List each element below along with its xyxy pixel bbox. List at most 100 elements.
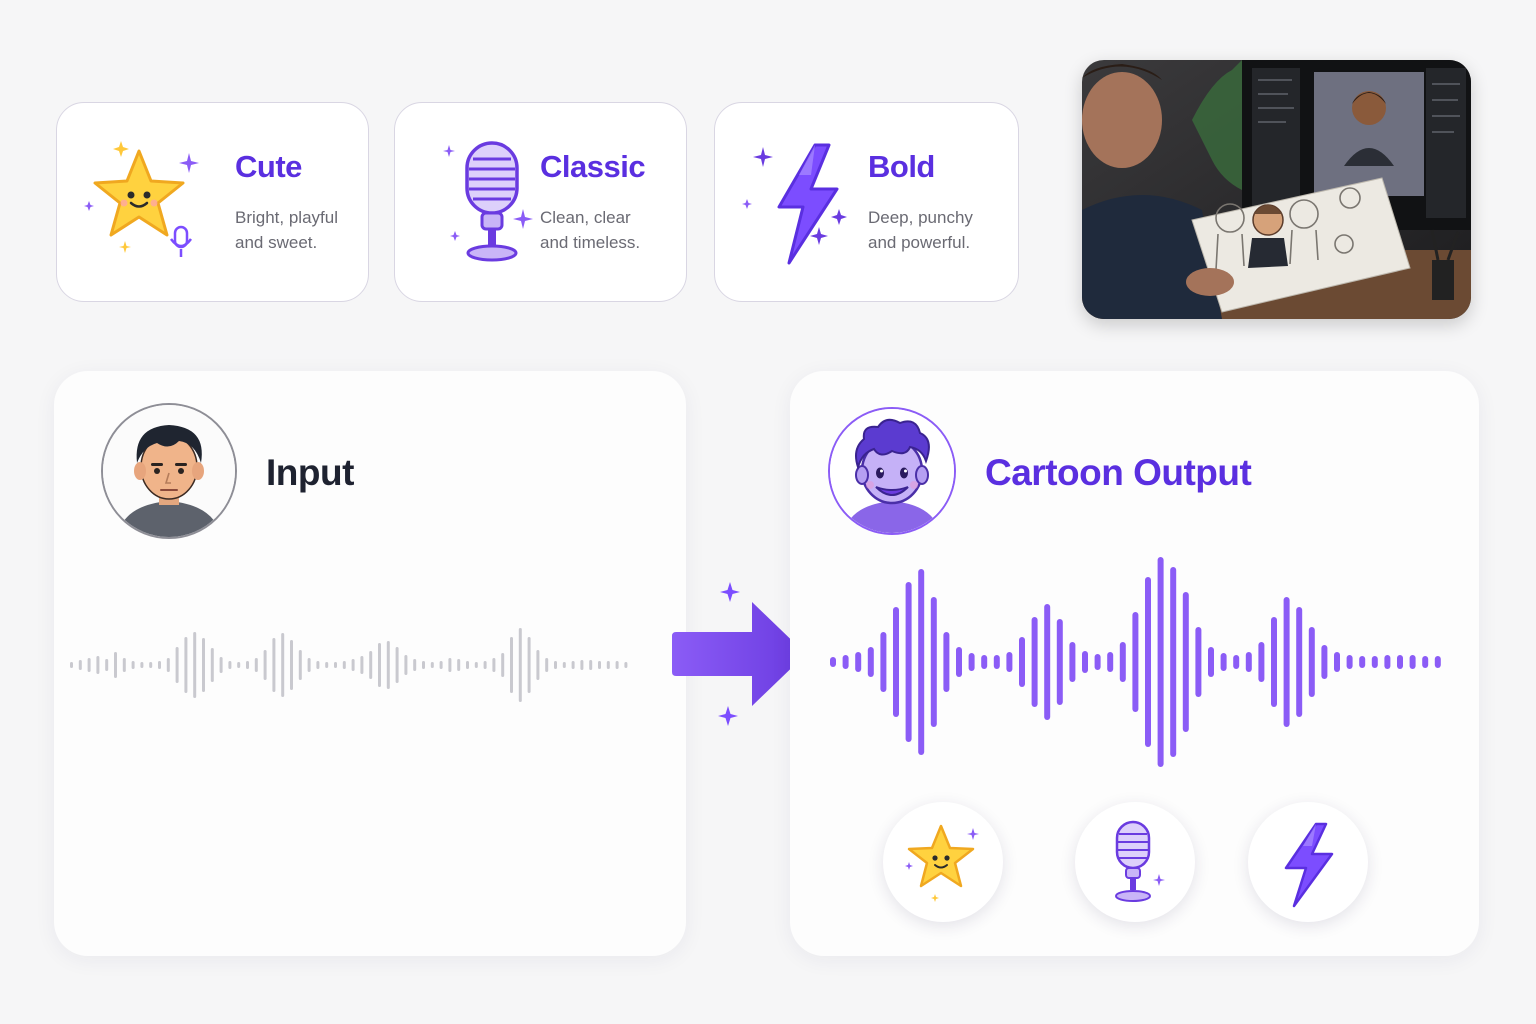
waveform-bar <box>246 661 249 669</box>
waveform-bar <box>131 661 135 669</box>
waveform-bar <box>1170 567 1177 757</box>
style-desc-line: and sweet. <box>235 233 318 252</box>
arrow-right-icon <box>672 582 806 726</box>
mini-lightning-button[interactable] <box>1248 802 1368 922</box>
waveform-bar <box>281 633 285 697</box>
microphone-icon <box>443 141 533 262</box>
waveform-bar <box>1019 637 1025 687</box>
waveform-bar <box>1283 597 1290 727</box>
waveform-bar <box>237 662 241 668</box>
waveform-bar <box>1384 655 1391 669</box>
waveform-bar <box>1422 656 1429 668</box>
waveform-bar <box>1409 655 1416 669</box>
waveform-bar <box>307 658 311 672</box>
waveform-bar <box>422 661 425 669</box>
input-waveform <box>70 628 628 702</box>
waveform-bar <box>466 661 469 669</box>
waveform-bar <box>492 658 496 672</box>
waveform-bar <box>1321 645 1328 679</box>
waveform-bar <box>105 659 109 671</box>
waveform-bar <box>254 658 258 672</box>
waveform-bar <box>290 640 293 690</box>
waveform-bar <box>1132 612 1139 712</box>
input-title: Input <box>266 452 354 493</box>
waveform-bar <box>1208 647 1214 677</box>
waveform-bar <box>1107 652 1114 672</box>
waveform-bar <box>483 661 487 669</box>
waveform-bar <box>122 658 126 672</box>
waveform-bar <box>1056 619 1063 705</box>
waveform-bar <box>624 662 628 668</box>
waveform-bar <box>598 661 601 669</box>
waveform-bar <box>562 662 566 668</box>
output-title: Cartoon Output <box>985 452 1252 493</box>
waveform-bar <box>1245 652 1252 672</box>
style-desc-line: Bright, playful <box>235 208 338 227</box>
style-desc-bold: Deep, punchy and powerful. <box>868 205 1018 255</box>
style-card-cute[interactable]: Cute Bright, playful and sweet. <box>56 102 369 302</box>
waveform-bar <box>430 662 434 668</box>
waveform-bar <box>439 661 443 669</box>
waveform-bar <box>1220 653 1227 671</box>
waveform-bar <box>615 661 619 669</box>
waveform-bar <box>395 647 399 683</box>
waveform-bar <box>867 647 874 677</box>
waveform-bar <box>298 650 302 680</box>
mini-microphone-button[interactable] <box>1075 802 1195 922</box>
style-title-bold: Bold <box>868 149 935 184</box>
waveform-bar <box>580 660 584 670</box>
waveform-bar <box>842 655 849 669</box>
waveform-bar <box>193 632 197 698</box>
style-desc-cute: Bright, playful and sweet. <box>235 205 385 255</box>
waveform-bar <box>158 661 161 669</box>
waveform-bar <box>1308 627 1315 697</box>
lightning-icon <box>1284 822 1334 908</box>
waveform-bar <box>554 661 557 669</box>
mini-star-button[interactable] <box>883 802 1003 922</box>
style-desc-line: and timeless. <box>540 233 641 252</box>
waveform-bar <box>943 632 950 692</box>
style-card-bold[interactable]: Bold Deep, punchy and powerful. <box>714 102 1019 302</box>
waveform-bar <box>893 607 899 717</box>
waveform-bar <box>1434 656 1441 668</box>
waveform-bar <box>1119 642 1126 682</box>
waveform-bar <box>114 652 117 678</box>
waveform-bar <box>918 569 925 755</box>
waveform-bar <box>210 648 214 682</box>
style-title-cute: Cute <box>235 149 302 184</box>
style-title-classic: Classic <box>540 149 646 184</box>
waveform-bar <box>202 638 205 692</box>
waveform-bar <box>1145 577 1151 747</box>
waveform-bar <box>386 641 390 689</box>
waveform-bar <box>606 661 610 669</box>
waveform-bar <box>1082 651 1088 673</box>
waveform-bar <box>474 662 478 668</box>
waveform-bar <box>930 597 937 727</box>
waveform-bar <box>228 661 232 669</box>
waveform-bar <box>149 662 153 668</box>
star-mic-icon <box>84 141 199 257</box>
waveform-bar <box>360 656 364 674</box>
waveform-bar <box>536 650 540 680</box>
waveform-bar <box>184 637 188 693</box>
waveform-bar <box>263 650 267 680</box>
waveform-bar <box>855 652 862 672</box>
waveform-bar <box>369 651 373 679</box>
waveform-bar <box>1069 642 1076 682</box>
waveform-bar <box>1258 642 1265 682</box>
waveform-bar <box>1182 592 1189 732</box>
waveform-bar <box>175 647 179 683</box>
style-card-classic[interactable]: Classic Clean, clear and timeless. <box>394 102 687 302</box>
waveform-bar <box>448 658 452 672</box>
waveform-bar <box>905 582 912 742</box>
style-desc-line: Clean, clear <box>540 208 631 227</box>
style-desc-classic: Clean, clear and timeless. <box>540 205 690 255</box>
waveform-bar <box>1296 607 1303 717</box>
waveform-bar <box>1094 654 1101 670</box>
waveform-bar <box>457 659 461 671</box>
style-desc-line: and powerful. <box>868 233 971 252</box>
cartoon-boy-avatar <box>828 407 956 535</box>
lightning-icon <box>742 143 847 265</box>
waveform-bar <box>830 657 836 667</box>
waveform-bar <box>413 659 417 671</box>
